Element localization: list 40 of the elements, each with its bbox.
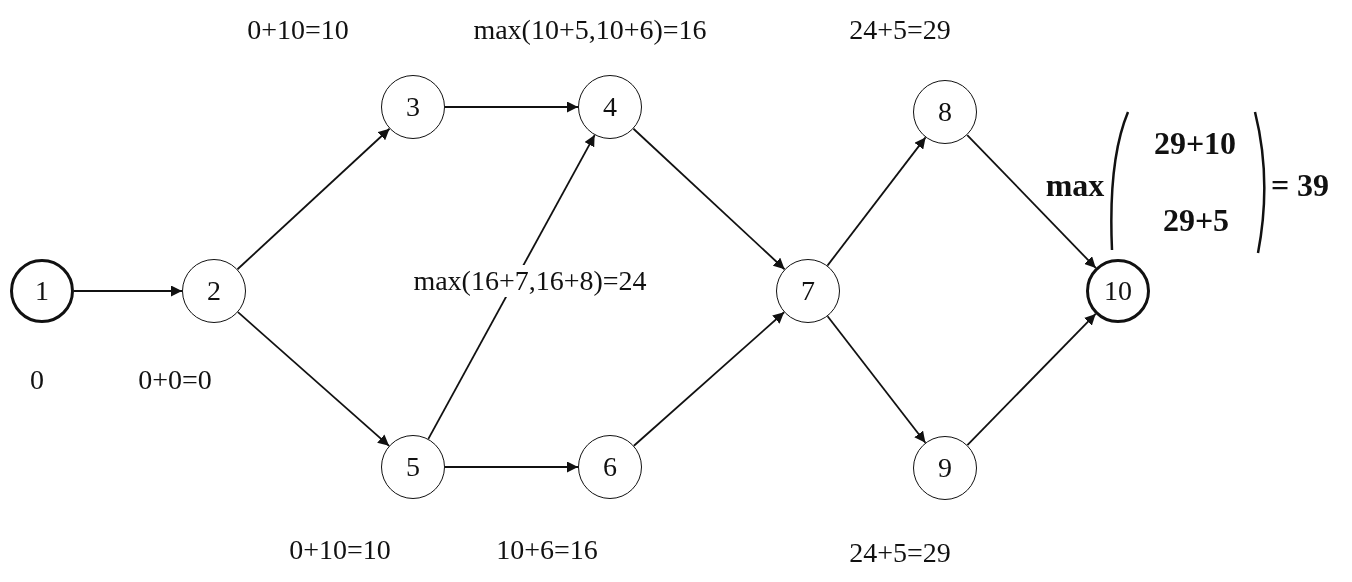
node-number: 8 xyxy=(938,98,952,126)
arrow xyxy=(427,134,596,440)
node-number: 6 xyxy=(603,453,617,481)
arrow xyxy=(826,315,927,444)
node-number: 3 xyxy=(406,93,420,121)
calculation-label: 0+10=10 xyxy=(289,536,391,564)
calculation-label: 0+10=10 xyxy=(247,16,349,44)
arrow xyxy=(236,127,391,271)
calculation-label: 24+5=29 xyxy=(849,539,951,567)
arrow xyxy=(73,285,183,297)
calculation-label: = 39 xyxy=(1270,169,1330,201)
calculation-label: 10+6=16 xyxy=(496,536,598,564)
arrow xyxy=(444,461,579,473)
arrow xyxy=(826,136,927,267)
node-number: 9 xyxy=(938,454,952,482)
calculation-label: max(10+5,10+6)=16 xyxy=(473,16,707,44)
node-number: 5 xyxy=(406,453,420,481)
node-number: 7 xyxy=(801,277,815,305)
arrow xyxy=(444,101,579,113)
calculation-label: 0 xyxy=(30,366,44,394)
event-circle xyxy=(776,259,840,323)
arrow xyxy=(633,311,785,447)
event-circle xyxy=(10,259,74,323)
arrow xyxy=(632,127,786,271)
calculation-label: max xyxy=(1045,169,1105,201)
node-number: 1 xyxy=(35,277,49,305)
arrow xyxy=(237,311,390,447)
arrow xyxy=(966,313,1097,446)
calculation-label: 24+5=29 xyxy=(849,16,951,44)
event-circle xyxy=(913,80,977,144)
calculation-label: 29+10 xyxy=(1153,127,1237,159)
node-number: 2 xyxy=(207,277,221,305)
event-circle xyxy=(182,259,246,323)
event-circle xyxy=(1086,259,1150,323)
node-number: 10 xyxy=(1104,277,1132,305)
node-number: 4 xyxy=(603,93,617,121)
calculation-label: 0+0=0 xyxy=(138,366,212,394)
calculation-label: 29+5 xyxy=(1162,204,1230,236)
event-circle xyxy=(913,436,977,500)
arrow xyxy=(966,134,1097,269)
